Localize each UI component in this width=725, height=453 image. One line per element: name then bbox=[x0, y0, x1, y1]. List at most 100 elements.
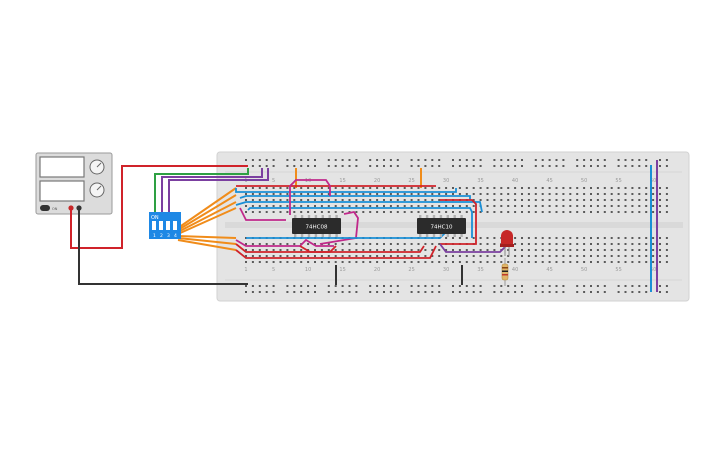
breadboard-hole[interactable] bbox=[617, 237, 620, 239]
breadboard-hole[interactable] bbox=[659, 193, 661, 195]
breadboard-hole[interactable] bbox=[596, 237, 599, 239]
breadboard-hole[interactable] bbox=[307, 243, 310, 245]
breadboard-hole[interactable] bbox=[555, 243, 558, 245]
breadboard-hole[interactable] bbox=[458, 211, 461, 213]
breadboard-hole[interactable] bbox=[500, 165, 503, 167]
breadboard-hole[interactable] bbox=[362, 255, 365, 257]
breadboard-hole[interactable] bbox=[320, 255, 323, 257]
breadboard-hole[interactable] bbox=[659, 187, 661, 189]
breadboard-hole[interactable] bbox=[452, 165, 454, 167]
breadboard-hole[interactable] bbox=[527, 261, 530, 263]
breadboard-hole[interactable] bbox=[293, 193, 296, 195]
breadboard-hole[interactable] bbox=[376, 249, 379, 251]
breadboard-hole[interactable] bbox=[603, 187, 606, 189]
breadboard-hole[interactable] bbox=[610, 255, 613, 257]
breadboard-hole[interactable] bbox=[569, 199, 572, 201]
breadboard-hole[interactable] bbox=[638, 205, 641, 207]
breadboard-hole[interactable] bbox=[376, 261, 379, 263]
breadboard-hole[interactable] bbox=[300, 211, 303, 213]
breadboard-hole[interactable] bbox=[617, 211, 620, 213]
breadboard-hole[interactable] bbox=[548, 211, 551, 213]
breadboard-hole[interactable] bbox=[624, 205, 627, 207]
breadboard-hole[interactable] bbox=[341, 205, 344, 207]
breadboard-hole[interactable] bbox=[286, 193, 289, 195]
breadboard-hole[interactable] bbox=[645, 261, 648, 263]
breadboard-hole[interactable] bbox=[300, 261, 303, 263]
breadboard-hole[interactable] bbox=[286, 249, 289, 251]
breadboard-hole[interactable] bbox=[514, 237, 517, 239]
breadboard-hole[interactable] bbox=[300, 187, 303, 189]
breadboard-hole[interactable] bbox=[245, 255, 247, 257]
breadboard-hole[interactable] bbox=[472, 205, 475, 207]
breadboard-hole[interactable] bbox=[472, 285, 475, 287]
breadboard-hole[interactable] bbox=[314, 199, 316, 201]
breadboard-hole[interactable] bbox=[293, 261, 296, 263]
breadboard-hole[interactable] bbox=[562, 285, 565, 287]
breadboard-hole[interactable] bbox=[569, 193, 572, 195]
breadboard-hole[interactable] bbox=[659, 199, 661, 201]
breadboard-hole[interactable] bbox=[348, 261, 351, 263]
breadboard-hole[interactable] bbox=[293, 285, 296, 287]
breadboard-hole[interactable] bbox=[265, 193, 268, 195]
breadboard-hole[interactable] bbox=[500, 193, 503, 195]
breadboard-hole[interactable] bbox=[486, 211, 489, 213]
breadboard-hole[interactable] bbox=[438, 165, 441, 167]
breadboard-hole[interactable] bbox=[410, 165, 413, 167]
breadboard-hole[interactable] bbox=[410, 285, 413, 287]
breadboard-hole[interactable] bbox=[245, 249, 247, 251]
breadboard-hole[interactable] bbox=[521, 187, 523, 189]
breadboard-hole[interactable] bbox=[548, 205, 551, 207]
breadboard-hole[interactable] bbox=[617, 159, 620, 161]
breadboard-hole[interactable] bbox=[493, 255, 496, 257]
breadboard-hole[interactable] bbox=[389, 187, 392, 189]
breadboard-hole[interactable] bbox=[659, 291, 661, 293]
breadboard-hole[interactable] bbox=[452, 255, 454, 257]
breadboard-hole[interactable] bbox=[424, 211, 427, 213]
breadboard-hole[interactable] bbox=[665, 255, 668, 257]
breadboard-hole[interactable] bbox=[327, 193, 330, 195]
breadboard-hole[interactable] bbox=[465, 249, 468, 251]
breadboard-hole[interactable] bbox=[659, 165, 661, 167]
breadboard-hole[interactable] bbox=[562, 249, 565, 251]
breadboard-hole[interactable] bbox=[624, 211, 627, 213]
breadboard-hole[interactable] bbox=[493, 243, 496, 245]
breadboard-hole[interactable] bbox=[555, 187, 558, 189]
breadboard-hole[interactable] bbox=[286, 165, 289, 167]
breadboard-hole[interactable] bbox=[486, 187, 489, 189]
breadboard-hole[interactable] bbox=[603, 249, 606, 251]
breadboard-hole[interactable] bbox=[617, 255, 620, 257]
breadboard-hole[interactable] bbox=[521, 255, 523, 257]
breadboard-hole[interactable] bbox=[562, 193, 565, 195]
wire-blue-top-4[interactable] bbox=[247, 207, 473, 238]
breadboard-hole[interactable] bbox=[272, 211, 275, 213]
breadboard-hole[interactable] bbox=[486, 249, 489, 251]
breadboard-hole[interactable] bbox=[583, 211, 586, 213]
breadboard-hole[interactable] bbox=[603, 205, 606, 207]
breadboard-hole[interactable] bbox=[348, 205, 351, 207]
breadboard-hole[interactable] bbox=[334, 211, 337, 213]
breadboard-hole[interactable] bbox=[362, 261, 365, 263]
breadboard-hole[interactable] bbox=[493, 261, 496, 263]
breadboard-hole[interactable] bbox=[652, 211, 655, 213]
breadboard-hole[interactable] bbox=[479, 193, 482, 195]
breadboard-hole[interactable] bbox=[320, 193, 323, 195]
breadboard-hole[interactable] bbox=[500, 159, 503, 161]
breadboard-hole[interactable] bbox=[624, 193, 627, 195]
breadboard-hole[interactable] bbox=[293, 199, 296, 201]
led-red[interactable] bbox=[500, 230, 514, 256]
breadboard-hole[interactable] bbox=[383, 187, 385, 189]
breadboard-hole[interactable] bbox=[638, 261, 641, 263]
breadboard-hole[interactable] bbox=[562, 255, 565, 257]
breadboard-hole[interactable] bbox=[327, 205, 330, 207]
breadboard-hole[interactable] bbox=[355, 187, 358, 189]
breadboard-hole[interactable] bbox=[452, 211, 454, 213]
breadboard-hole[interactable] bbox=[348, 165, 351, 167]
breadboard-hole[interactable] bbox=[348, 255, 351, 257]
breadboard-hole[interactable] bbox=[286, 159, 289, 161]
breadboard-hole[interactable] bbox=[479, 237, 482, 239]
breadboard-hole[interactable] bbox=[251, 205, 254, 207]
breadboard-hole[interactable] bbox=[527, 199, 530, 201]
breadboard-hole[interactable] bbox=[300, 165, 303, 167]
breadboard-hole[interactable] bbox=[265, 255, 268, 257]
breadboard-hole[interactable] bbox=[251, 187, 254, 189]
